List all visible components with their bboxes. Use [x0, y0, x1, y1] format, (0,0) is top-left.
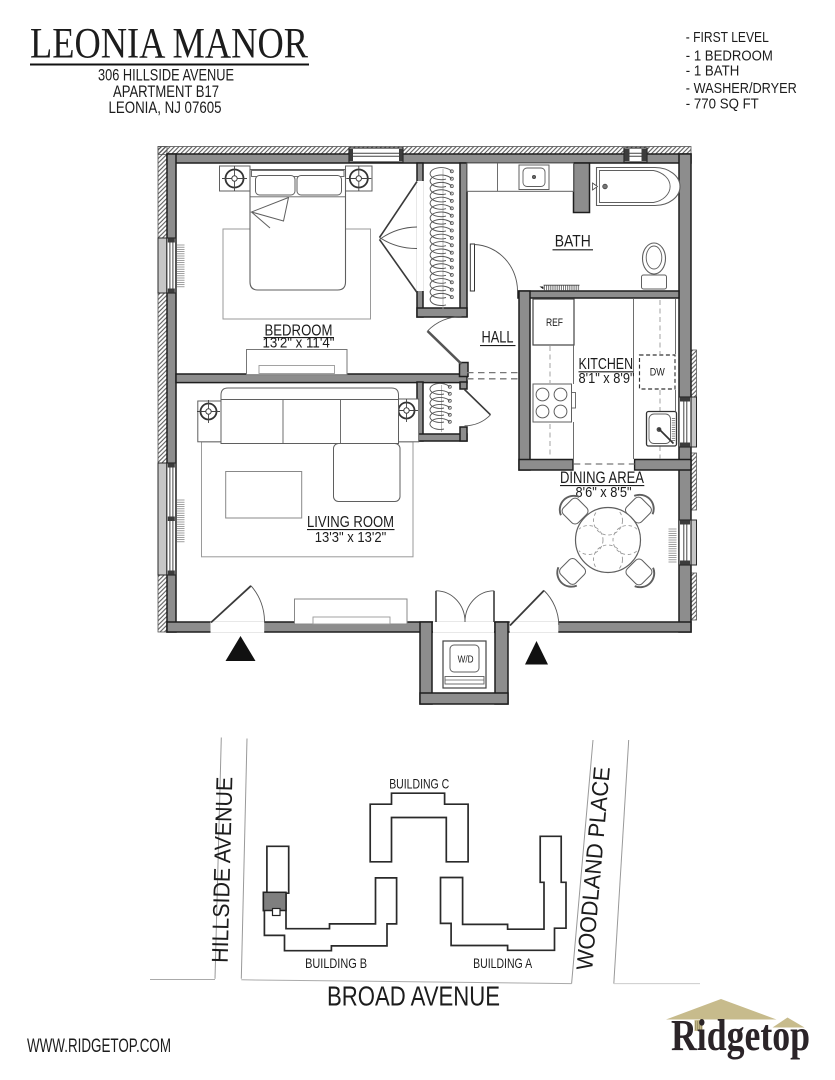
svg-text:8'1" x 8'9": 8'1" x 8'9" — [579, 371, 635, 387]
svg-text:LIVING ROOM: LIVING ROOM — [307, 514, 394, 531]
svg-text:LEONIA, NJ 07605: LEONIA, NJ 07605 — [109, 99, 222, 117]
svg-text:APARTMENT B17: APARTMENT B17 — [113, 83, 219, 101]
svg-text:BEDROOM: BEDROOM — [265, 323, 333, 340]
svg-text:DINING AREA: DINING AREA — [560, 469, 644, 487]
svg-text:8'6" x 8'5": 8'6" x 8'5" — [576, 485, 632, 501]
svg-text:13'3" x 13'2": 13'3" x 13'2" — [315, 530, 387, 546]
svg-text:306 HILLSIDE AVENUE: 306 HILLSIDE AVENUE — [98, 67, 234, 85]
svg-text:BATH: BATH — [555, 233, 591, 251]
svg-text:BROAD AVENUE: BROAD AVENUE — [327, 981, 500, 1012]
svg-text:BUILDING B: BUILDING B — [305, 956, 367, 971]
svg-text:WOODLAND PLACE: WOODLAND PLACE — [571, 766, 615, 971]
svg-text:BUILDING C: BUILDING C — [389, 777, 449, 792]
svg-text:W/D: W/D — [458, 654, 474, 665]
svg-text:REF: REF — [546, 317, 563, 329]
svg-text:BUILDING A: BUILDING A — [473, 956, 533, 971]
svg-text:- 770 SQ FT: - 770 SQ FT — [686, 95, 759, 112]
svg-text:WWW.RIDGETOP.COM: WWW.RIDGETOP.COM — [27, 1035, 171, 1057]
svg-text:- FIRST LEVEL: - FIRST LEVEL — [686, 29, 769, 46]
svg-text:LEONIA MANOR: LEONIA MANOR — [30, 21, 308, 68]
svg-text:- 1 BATH: - 1 BATH — [686, 62, 740, 79]
svg-text:DW: DW — [650, 366, 665, 378]
svg-text:KITCHEN: KITCHEN — [579, 356, 634, 373]
svg-text:- WASHER/DRYER: - WASHER/DRYER — [686, 80, 797, 97]
svg-text:HILLSIDE AVENUE: HILLSIDE AVENUE — [207, 776, 238, 963]
svg-text:- 1 BEDROOM: - 1 BEDROOM — [686, 48, 773, 65]
svg-text:13'2" x 11'4": 13'2" x 11'4" — [263, 336, 335, 352]
svg-text:Ridgetop: Ridgetop — [671, 1011, 810, 1060]
svg-text:HALL: HALL — [482, 329, 514, 347]
